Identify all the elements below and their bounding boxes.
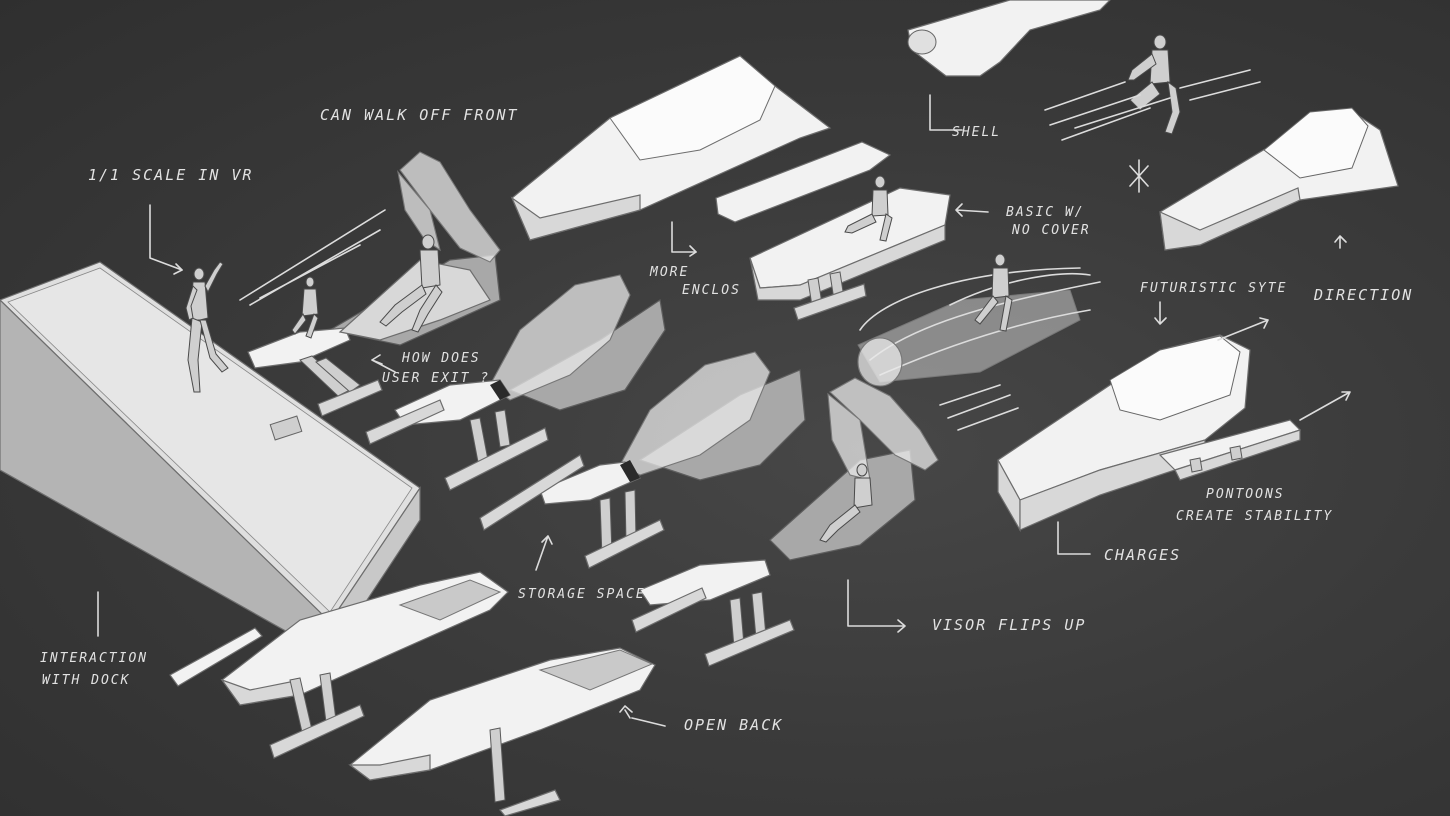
craft-futuristic-small <box>1159 107 1399 251</box>
craft-open-back-two <box>348 647 656 816</box>
note-basic-2: NO COVER <box>1011 223 1091 238</box>
craft-open-back-one <box>169 571 509 759</box>
note-scale-vr: 1/1 SCALE IN VR <box>88 166 253 184</box>
craft-futuristic-pontoons <box>997 334 1302 533</box>
note-more-enclos-2: ENCLOS <box>682 283 741 298</box>
note-charges: CHARGES <box>1104 546 1181 564</box>
craft-wireframe <box>857 253 1101 387</box>
note-pontoons-1: PONTOONS <box>1206 487 1285 502</box>
note-pontoons-2: CREATE STABILITY <box>1176 509 1333 524</box>
note-how-exit-1: HOW DOES <box>401 351 481 366</box>
annotation-notes: CAN WALK OFF FRONT 1/1 SCALE IN VR HOW D… <box>40 106 1413 734</box>
note-more-enclos-1: MORE <box>649 265 689 280</box>
note-direction: DIRECTION <box>1313 286 1413 304</box>
note-walk-off-front: CAN WALK OFF FRONT <box>320 106 519 124</box>
annotation-leader-lines <box>97 94 1351 727</box>
craft-canopy-one <box>365 274 666 491</box>
craft-closed-shell-large <box>510 55 892 241</box>
note-shell: SHELL <box>952 125 1001 140</box>
note-basic-1: BASIC W/ <box>1006 205 1085 220</box>
note-visor: VISOR FLIPS UP <box>932 616 1086 634</box>
user-figure-on-dock <box>185 261 229 393</box>
note-open-back: OPEN BACK <box>684 716 783 734</box>
user-figure-standing-front <box>291 276 319 339</box>
note-futuristic: FUTURISTIC SYTE <box>1140 281 1287 296</box>
craft-basic-no-cover <box>749 175 951 321</box>
craft-visor-flip <box>631 377 939 667</box>
craft-canopy-two <box>479 351 806 569</box>
note-interaction-2: WITH DOCK <box>42 673 130 688</box>
user-figure-floating <box>1044 34 1261 141</box>
note-interaction-1: INTERACTION <box>40 651 148 666</box>
note-storage: STORAGE SPACE <box>518 587 646 602</box>
craft-shell-top <box>907 0 1111 77</box>
craft-open-canopy <box>247 151 501 417</box>
note-how-exit-2: USER EXIT ? <box>382 371 490 386</box>
